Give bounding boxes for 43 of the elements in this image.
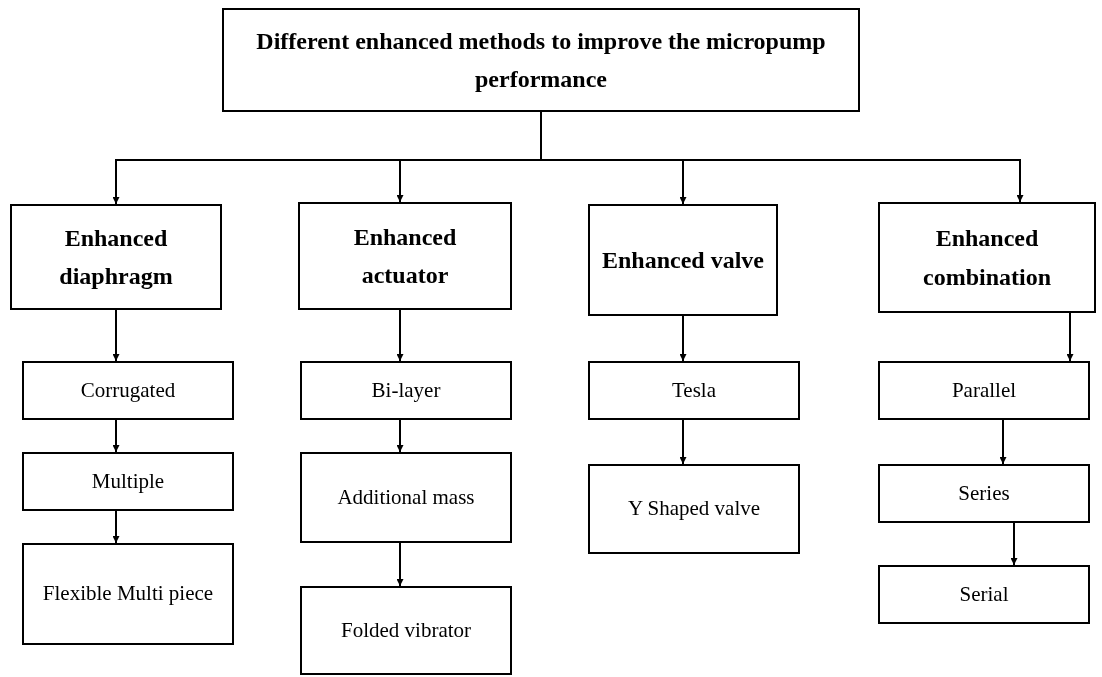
arrow (679, 419, 687, 465)
arrow (999, 419, 1007, 465)
box-label: Serial (959, 580, 1009, 608)
box-label: Tesla (672, 376, 716, 404)
method-box (22, 452, 234, 511)
box-label: Multiple (91, 467, 165, 495)
method-box (22, 361, 234, 420)
category-box (878, 202, 1096, 313)
box-label: Y Shaped valve (627, 495, 761, 523)
method-box (300, 361, 512, 420)
method-box (878, 464, 1090, 523)
box-label: Different enhanced methods to improve the micropump performance (255, 26, 827, 94)
box-label: Corrugated (80, 376, 176, 404)
arrow (112, 510, 120, 544)
arrow (396, 419, 404, 453)
box-label: Flexible Multi piece (42, 580, 214, 608)
box-label: Parallel (951, 376, 1017, 404)
box-label: Additional mass (337, 483, 475, 511)
method-box (878, 361, 1090, 420)
category-box (588, 204, 778, 316)
arrow (679, 315, 687, 362)
method-box (588, 361, 800, 420)
box-label: Folded vibrator (340, 616, 472, 644)
arrow (1066, 312, 1074, 362)
box-label: Series (958, 479, 1010, 507)
category-box (10, 204, 222, 310)
arrow (396, 542, 404, 587)
box-label: Enhanced combination (922, 224, 1052, 292)
arrow (396, 309, 404, 362)
method-box (588, 464, 800, 554)
method-box (22, 543, 234, 645)
arrow (1010, 522, 1018, 566)
box-label: Enhanced valve (602, 245, 764, 275)
method-box (878, 565, 1090, 624)
arrow (112, 419, 120, 453)
box-label: Enhanced diaphragm (58, 223, 174, 291)
arrow (112, 309, 120, 362)
category-box (298, 202, 512, 310)
box-label: Enhanced actuator (352, 222, 458, 290)
method-box (300, 586, 512, 675)
box-label: Bi-layer (371, 376, 441, 404)
method-box (300, 452, 512, 543)
root-box (222, 8, 860, 112)
